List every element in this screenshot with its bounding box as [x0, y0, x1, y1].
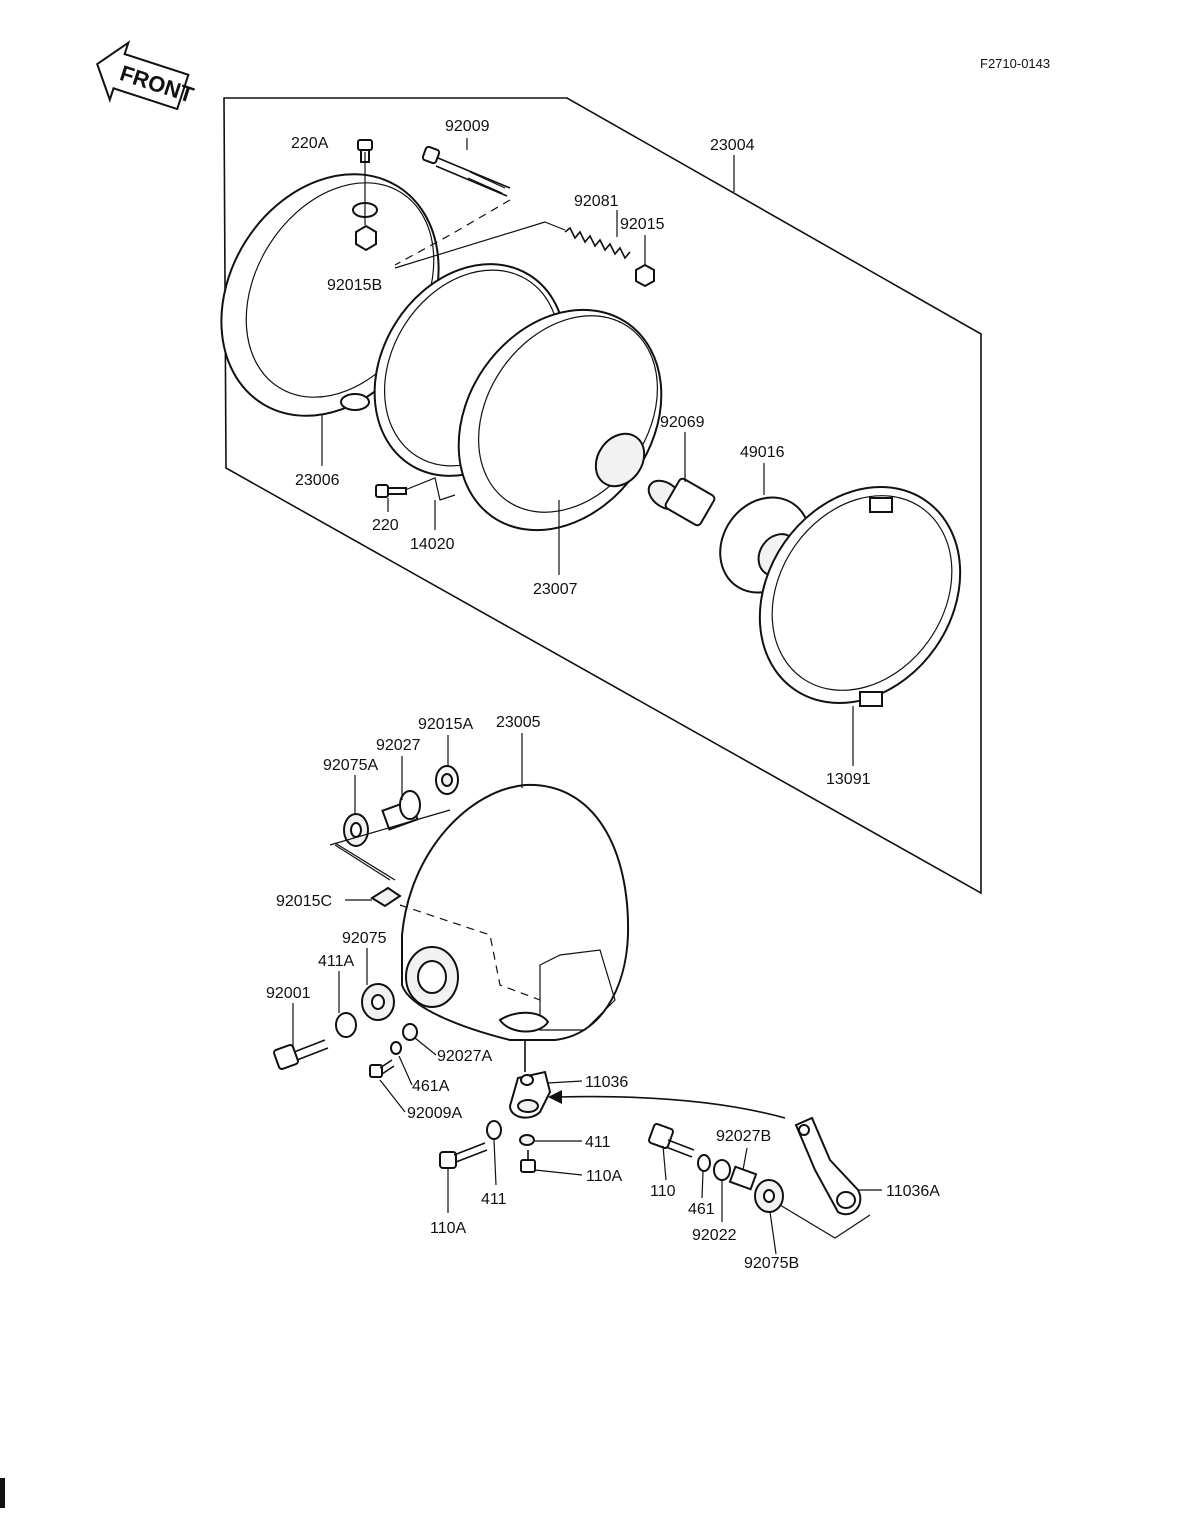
label-23005: 23005	[496, 714, 541, 731]
label-92075: 92075	[342, 930, 387, 947]
nut-92015-icon	[635, 263, 655, 288]
label-220a: 220A	[291, 135, 329, 152]
label-92027a: 92027A	[437, 1048, 492, 1065]
grommet-92075-icon	[361, 983, 395, 1021]
grommet-92075b-icon	[754, 1179, 784, 1213]
label-92009a: 92009A	[407, 1105, 462, 1122]
collar-92027b-icon	[728, 1165, 758, 1191]
label-92027: 92027	[376, 737, 421, 754]
bracket-11036-part	[508, 1070, 552, 1119]
bulb-92069-icon	[647, 477, 716, 527]
label-411-bottom: 411	[481, 1191, 507, 1208]
leader-lines	[292, 138, 882, 1255]
edge-mark	[0, 1478, 5, 1508]
label-92022: 92022	[692, 1227, 737, 1244]
label-23007: 23007	[533, 581, 578, 598]
label-13091: 13091	[826, 771, 871, 788]
lockwasher-461a-icon	[390, 1041, 402, 1055]
bolt-110a-icon	[520, 1150, 536, 1173]
label-92001: 92001	[266, 985, 311, 1002]
label-411a: 411A	[318, 953, 355, 970]
assembly-bracket	[223, 97, 982, 895]
nut-92015b-icon	[355, 224, 377, 252]
label-92009: 92009	[445, 118, 490, 135]
leader-220	[404, 477, 456, 501]
lower-right-frame	[779, 1204, 871, 1239]
label-14020: 14020	[410, 536, 455, 553]
assembly-arrow-head-icon	[548, 1090, 562, 1104]
mounting-ring-13091-part	[758, 486, 962, 707]
label-92015a: 92015A	[418, 716, 473, 733]
label-110a-right: 110A	[586, 1168, 623, 1185]
front-arrow-icon: FRONT	[96, 40, 197, 111]
washer-461-icon	[697, 1154, 711, 1172]
bracket-11036a-part	[794, 1116, 862, 1216]
spring-92081-icon	[564, 226, 631, 260]
label-92069: 92069	[660, 414, 705, 431]
bolt-110-icon	[648, 1123, 695, 1158]
part-labels: 220A 92009 23004 92081 92015 92015B 2300…	[266, 118, 940, 1272]
label-92015b: 92015B	[327, 277, 382, 294]
grommet-92075a-hole	[350, 822, 362, 838]
label-220: 220	[372, 517, 399, 534]
label-11036a: 11036A	[886, 1183, 940, 1200]
washer-92022-icon	[713, 1159, 731, 1181]
label-92081: 92081	[574, 193, 619, 210]
label-92015: 92015	[620, 216, 665, 233]
bolt-92009-icon	[421, 145, 511, 197]
washer-411-icon	[519, 1134, 535, 1146]
label-461a: 461A	[412, 1078, 450, 1095]
label-92075b: 92075B	[744, 1255, 799, 1272]
nut-92015a-icon	[435, 765, 459, 795]
upper-mount-frame	[329, 809, 451, 881]
collar-92027a-icon	[402, 1023, 418, 1041]
leader-spring	[394, 221, 566, 269]
screw-220-icon	[375, 484, 407, 498]
bolt-92001-icon	[273, 1039, 329, 1070]
label-92075a: 92075A	[323, 757, 378, 774]
label-411-right: 411	[585, 1134, 611, 1151]
label-23006: 23006	[295, 472, 340, 489]
screw-92009a-icon	[369, 1059, 395, 1078]
clip-92015c-icon	[370, 886, 402, 908]
washer-411a-icon	[335, 1012, 357, 1038]
assembly-arrow-line	[557, 1095, 786, 1119]
bolt-110a-icon	[439, 1142, 488, 1169]
diagram-code: F2710-0143	[980, 56, 1050, 71]
lens-unit-part	[457, 308, 663, 532]
label-461: 461	[688, 1201, 715, 1218]
label-110: 110	[650, 1183, 676, 1200]
label-11036: 11036	[585, 1074, 628, 1091]
label-110a-bottom: 110A	[430, 1220, 467, 1237]
label-23004: 23004	[710, 137, 755, 154]
collar-92027-icon	[381, 790, 421, 831]
housing-frame-line	[334, 842, 396, 881]
label-49016: 49016	[740, 444, 785, 461]
washer-411-icon	[486, 1120, 502, 1140]
label-92015c: 92015C	[276, 893, 332, 910]
headlight-housing-23005-part	[401, 783, 630, 1041]
housing-dashed-guide	[399, 904, 541, 1001]
label-92027b: 92027B	[716, 1128, 771, 1145]
